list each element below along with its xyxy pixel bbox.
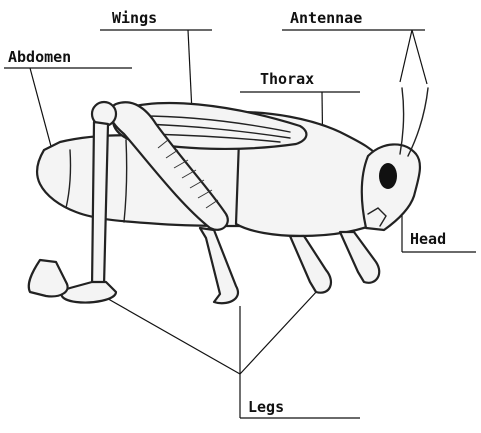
label-legs: Legs [248,398,284,416]
front-leg-a [290,236,331,293]
hind-foot [61,282,116,303]
label-wings: Wings [112,9,157,27]
leader-wings [100,30,212,112]
label-antennae: Antennae [290,9,362,27]
label-thorax: Thorax [260,70,314,88]
fore-leg-left [29,260,68,296]
front-leg-b [340,232,379,283]
leader-legs [96,290,360,418]
antenna-right [408,88,428,156]
hind-tibia [92,122,108,288]
label-abdomen: Abdomen [8,48,71,66]
middle-leg [200,228,238,303]
eye [379,163,397,189]
grasshopper-illustration [29,88,428,303]
label-head: Head [410,230,446,248]
